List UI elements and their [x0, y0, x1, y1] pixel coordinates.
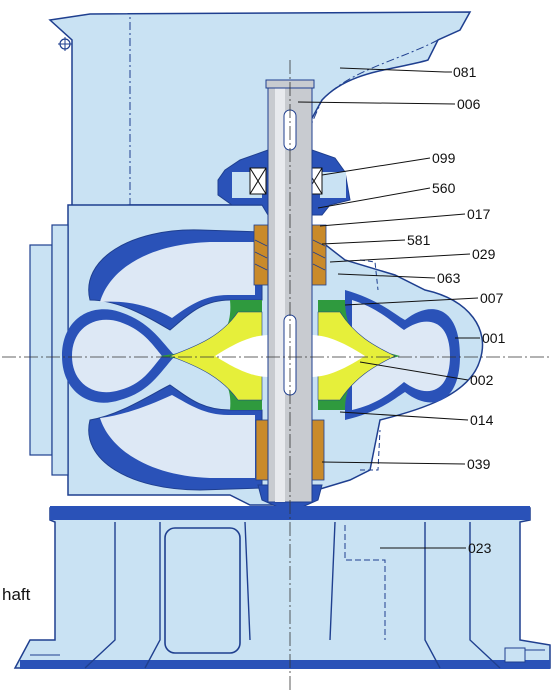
label-001: 001 — [482, 330, 506, 346]
label-014: 014 — [470, 412, 494, 428]
impeller — [160, 300, 400, 410]
label-560: 560 — [432, 180, 456, 196]
label-007: 007 — [480, 290, 504, 306]
side-caption-fragment: haft — [2, 585, 31, 604]
label-099: 099 — [432, 150, 456, 166]
label-006: 006 — [457, 96, 481, 112]
label-002: 002 — [470, 372, 494, 388]
label-063: 063 — [437, 270, 461, 286]
label-023: 023 — [468, 540, 492, 556]
part-labels: 081 006 099 560 017 581 029 063 007 001 … — [407, 64, 506, 556]
label-581: 581 — [407, 232, 431, 248]
label-017: 017 — [467, 206, 491, 222]
base-frame — [13, 506, 551, 669]
volute-passage — [62, 229, 460, 491]
seal-area — [253, 224, 327, 481]
leader-lines — [297, 67, 480, 549]
label-039: 039 — [467, 456, 491, 472]
label-029: 029 — [472, 246, 496, 262]
label-081: 081 — [453, 64, 477, 80]
